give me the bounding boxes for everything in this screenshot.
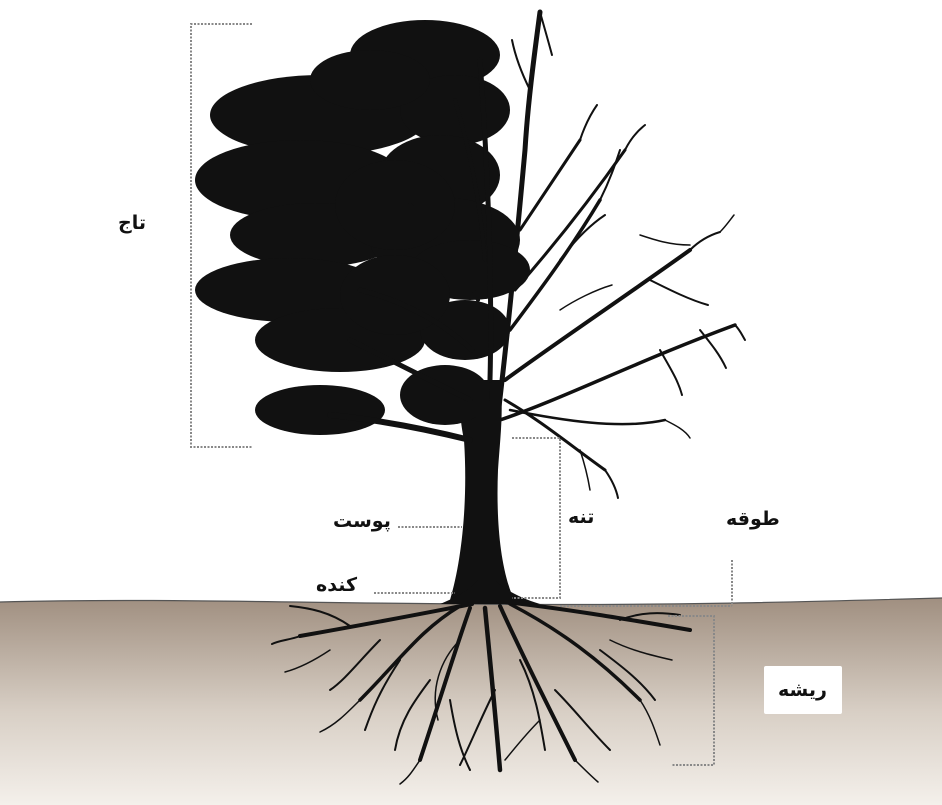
collar-leader (560, 560, 732, 606)
label-collar: طوقه (726, 510, 780, 529)
label-stump: کنده (316, 576, 357, 595)
trunk-bracket (512, 438, 560, 598)
label-crown: تاج (118, 214, 146, 233)
label-bark: پوست (333, 512, 391, 531)
bare-branches (495, 12, 745, 498)
label-roots: ریشه (778, 681, 827, 700)
label-trunk: تنه (568, 508, 594, 527)
